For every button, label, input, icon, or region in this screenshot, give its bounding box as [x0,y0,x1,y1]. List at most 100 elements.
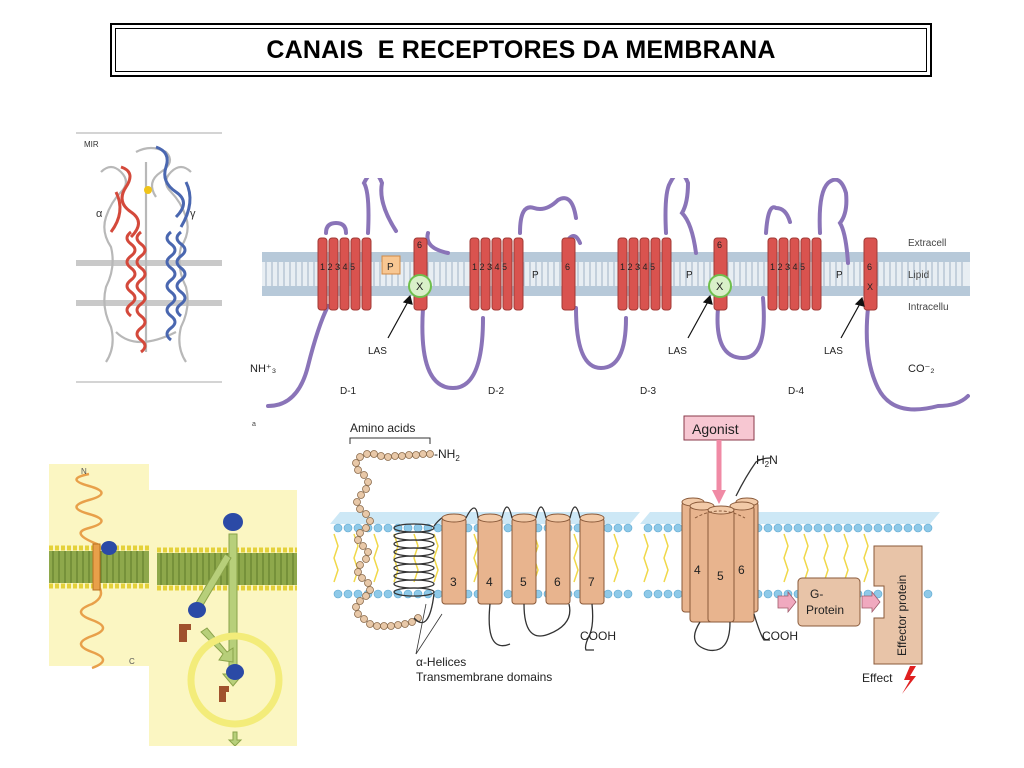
ligand-dot [101,541,117,555]
d1-seg6: 6 [417,240,422,250]
ligand-bound-1 [188,602,206,618]
g-protein-box [797,577,861,627]
lightning-icon [902,666,916,694]
segment [502,237,513,311]
bottom-loop [693,621,731,652]
p-label-d4: P [836,270,843,281]
domain-4-segments [767,237,878,311]
las-arrows [387,294,865,339]
ion-channel-structure-panel: MIR α γ [76,132,222,384]
c-terminus-label: CO⁻₂ [908,363,935,375]
segment [650,237,661,311]
membrane-band-top [76,260,222,266]
cooh-label: COOH [580,629,616,643]
segment [789,237,800,311]
effect-label: Effect [862,671,893,685]
domain-label-d1: D-1 [340,386,357,397]
receptor-tm-helix [92,543,101,591]
ligand-top [223,513,243,531]
segment [317,237,328,311]
segment [328,237,339,311]
p-box [381,255,401,275]
title-box: CANAIS E RECEPTORES DA MEMBRANA [110,23,932,77]
segment [863,237,878,311]
g-protein-line2: Protein [806,603,844,617]
gpcr-loops [465,506,594,651]
effector-label: Effector protein [895,575,909,656]
vesicle [187,632,283,728]
nh2-label: -NH2 [434,447,460,463]
g-protein-line1: G- [810,587,823,601]
receptor-schematic-panel: N C [49,464,297,746]
helix-4-label: 4 [486,575,493,589]
bundle-helix-4: 4 [694,563,701,577]
d2-segment-numbers: 1 2 3 4 5 [472,262,507,272]
page-title: CANAIS E RECEPTORES DA MEMBRANA [266,35,776,64]
transmembrane-label: Transmembrane domains [416,670,552,684]
title-inner-border: CANAIS E RECEPTORES DA MEMBRANA [115,28,927,72]
segment [617,237,628,311]
lipid-label: Lipid [908,270,929,281]
effector-2 [219,686,229,702]
h2n-chain [735,457,771,497]
g-protein-arrow-in [777,590,797,614]
alpha-helices-label: α-Helices [416,655,466,669]
d3-segment-numbers: 1 2 3 4 5 [620,262,655,272]
gpcr-topology-panel: 3 4 5 6 7 Amino acids -NH2 COOH α-Helice… [330,414,640,694]
signal-arrows [192,533,245,746]
cooh-tail [753,613,770,641]
membrane-band-bottom [76,300,222,306]
segment [339,237,350,311]
amino-acid-chain [352,450,434,630]
agonist-arrow [712,490,726,504]
agonist-box [683,415,755,441]
las-binding-site-d3 [708,274,732,298]
extracellular-label: Extracell [908,238,946,249]
p-label-d3: P [686,270,693,281]
helix-7-label: 7 [588,575,595,589]
d4-seg6: 6 [867,262,872,272]
domain-2-segments [469,237,576,311]
cooh-label: COOH [762,629,798,643]
segment [561,237,576,311]
d1-segment-numbers: 1 2 3 4 5 [320,262,355,272]
agonist-label: Agonist [692,421,739,437]
helix-6-label: 6 [554,575,561,589]
amino-acids-label: Amino acids [350,421,415,435]
x-label-d1: X [416,281,424,293]
d3-seg6: 6 [717,240,722,250]
las-label-d4: LAS [824,346,843,357]
gamma-chain [155,145,192,342]
n-terminus: N [81,467,87,476]
p-label-d1: P [387,262,394,273]
helix-cylinders [441,513,605,605]
helix-5-label: 5 [520,575,527,589]
intracellular-label: Intracellu [908,302,949,313]
cream-bg-right [149,490,297,746]
sodium-channel-topology-panel: 1 2 3 4 5 1 2 3 4 5 1 2 3 4 5 1 2 3 4 5 … [248,178,970,430]
p-label-d2: P [532,270,539,281]
x-label-d4: X [867,282,873,292]
ligand-bound-2 [226,664,244,680]
n-terminus-label: NH⁺₃ [250,363,276,375]
amino-acids-bracket [349,437,431,444]
gpcr-signalling-panel: Agonist 4 5 6 H2N COOH G- Protein Effect… [640,414,940,698]
gamma-label: γ [190,208,196,220]
corner-mark: a [252,421,256,428]
las-label-d3: LAS [668,346,687,357]
segment [811,237,822,311]
c-terminus: C [129,657,135,666]
bundle-helix-6: 6 [738,563,745,577]
alpha-chain [109,165,147,354]
las-label-d1: LAS [368,346,387,357]
segment [513,237,524,311]
segment [469,237,480,311]
segment [361,237,372,311]
segment [480,237,491,311]
segment [491,237,502,311]
domain-1-segments [317,237,428,311]
effector-1 [179,624,191,642]
helix-3-label: 3 [450,575,457,589]
bundle-helix-5: 5 [717,569,724,583]
alpha-label: α [96,208,103,220]
